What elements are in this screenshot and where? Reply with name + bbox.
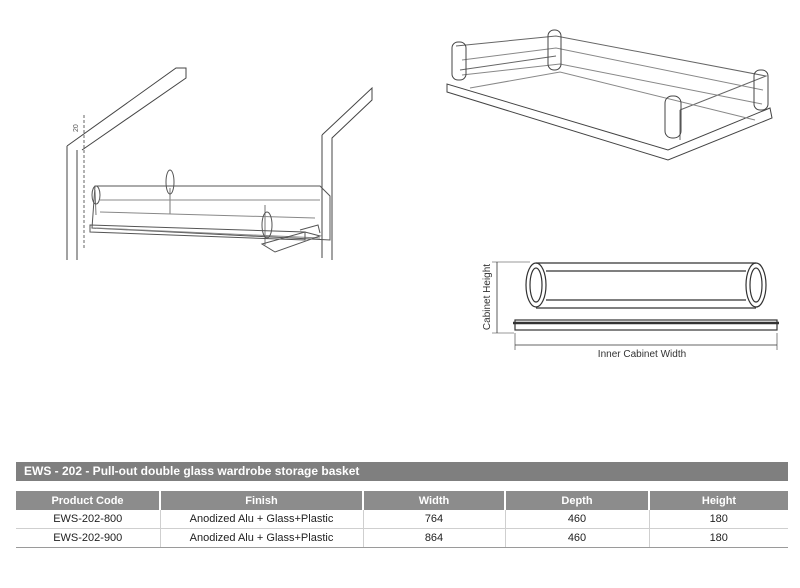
- table-title: EWS - 202 - Pull-out double glass wardro…: [16, 462, 788, 481]
- cell-height: 180: [648, 510, 788, 529]
- perspective-drawing: [446, 29, 773, 161]
- cell-width: 864: [362, 528, 505, 548]
- cell-height: 180: [648, 528, 788, 548]
- cell-finish: Anodized Alu + Glass+Plastic: [159, 528, 363, 548]
- inner-cabinet-width-label: Inner Cabinet Width: [598, 349, 686, 360]
- cell-depth: 460: [504, 510, 649, 529]
- header-width: Width: [362, 491, 505, 510]
- cell-depth: 460: [504, 528, 649, 548]
- product-drawings: 20 Cabinet Height Inner Cabinet Width: [66, 29, 779, 360]
- table-row: EWS-202-800 Anodized Alu + Glass+Plastic…: [16, 510, 788, 529]
- cell-finish: Anodized Alu + Glass+Plastic: [159, 510, 363, 529]
- installation-drawing: [66, 67, 373, 260]
- header-depth: Depth: [504, 491, 649, 510]
- header-finish: Finish: [159, 491, 363, 510]
- cabinet-height-label: Cabinet Height: [482, 264, 493, 330]
- cell-product-code: EWS-202-900: [16, 528, 160, 548]
- table-header-row: Product Code Finish Width Depth Height: [16, 491, 788, 510]
- cell-product-code: EWS-202-800: [16, 510, 160, 529]
- table-row: EWS-202-900 Anodized Alu + Glass+Plastic…: [16, 528, 788, 548]
- header-product-code: Product Code: [16, 491, 160, 510]
- front-view-drawing: [492, 261, 779, 350]
- angle-label: 20: [73, 124, 80, 132]
- spec-table: Product Code Finish Width Depth Height E…: [16, 491, 788, 548]
- cell-width: 764: [362, 510, 505, 529]
- header-height: Height: [648, 491, 788, 510]
